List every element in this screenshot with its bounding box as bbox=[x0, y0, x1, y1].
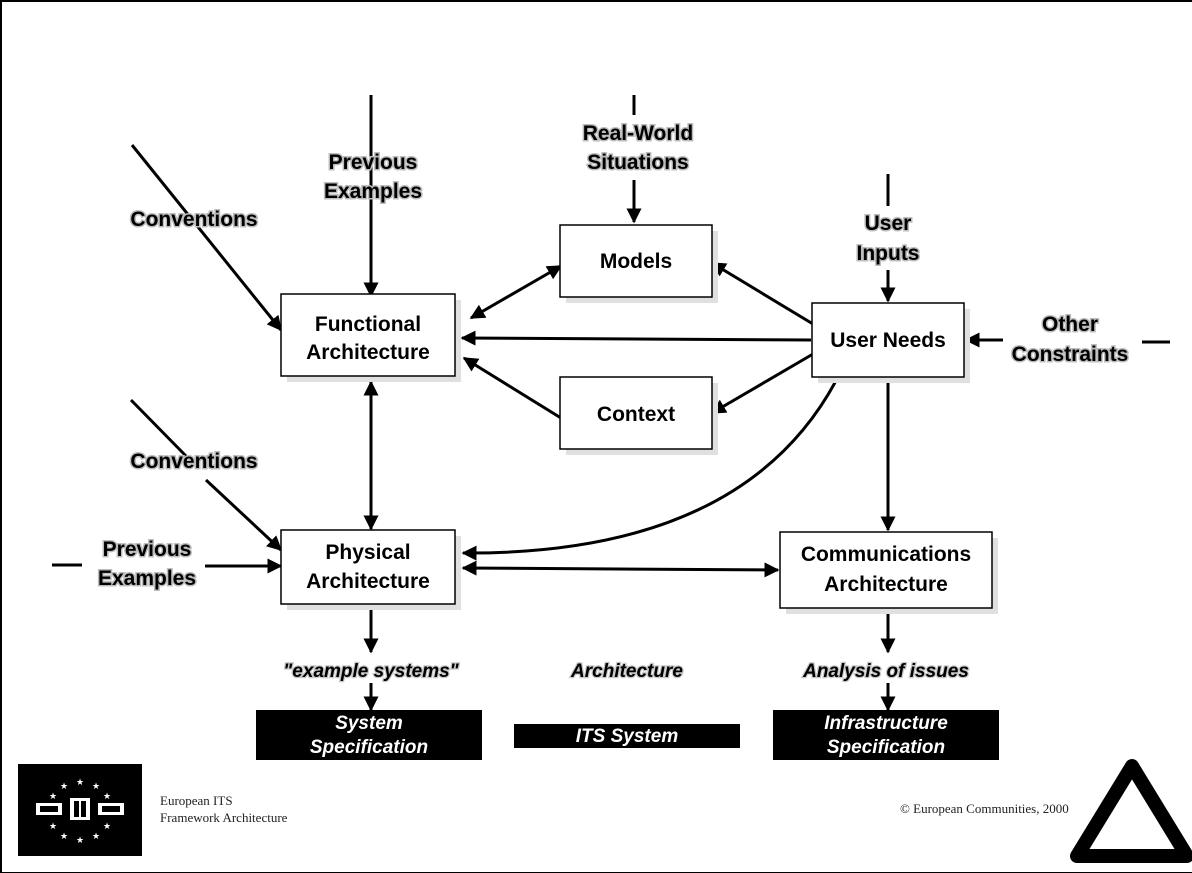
models-box: Models bbox=[559, 224, 718, 303]
arrow-context-to-functional bbox=[462, 356, 562, 420]
models-label: Models bbox=[600, 250, 672, 273]
arrow-conventions-to-physical bbox=[129, 398, 188, 458]
example-systems-label: "example systems" bbox=[283, 661, 459, 682]
footer-org-line1: European ITS bbox=[160, 793, 233, 808]
system-spec-line2: Specification bbox=[310, 737, 428, 758]
physical-architecture-box: Physical Architecture bbox=[280, 529, 461, 610]
system-spec-line1: System bbox=[335, 713, 403, 734]
previous-examples-top-line2: Examples bbox=[324, 180, 422, 203]
svg-text:★: ★ bbox=[49, 792, 57, 802]
functional-box-line1: Functional bbox=[315, 313, 421, 336]
communications-box-line1: Communications bbox=[801, 543, 971, 566]
arrow-userneeds-to-functional bbox=[460, 330, 812, 346]
functional-box-line2: Architecture bbox=[306, 341, 430, 364]
previous-examples-top-line1: Previous bbox=[329, 151, 418, 174]
infra-spec-line2: Specification bbox=[827, 737, 945, 758]
its-system-label: ITS System bbox=[576, 726, 679, 747]
analysis-of-issues-label: Analysis of issues bbox=[802, 661, 969, 682]
context-label: Context bbox=[597, 403, 675, 426]
arrow-userneeds-to-context bbox=[710, 352, 814, 415]
user-inputs-line2: Inputs bbox=[857, 242, 920, 265]
physical-box-line1: Physical bbox=[325, 541, 410, 564]
infrastructure-specification-block: Infrastructure Specification bbox=[773, 710, 999, 760]
svg-text:★: ★ bbox=[60, 832, 68, 842]
arrow-physical-communications bbox=[461, 560, 780, 578]
svg-text:★: ★ bbox=[92, 782, 100, 792]
previous-examples-bottom-line1: Previous bbox=[103, 538, 192, 561]
system-specification-block: System Specification bbox=[256, 710, 482, 760]
architecture-label: Architecture bbox=[570, 661, 683, 682]
context-box: Context bbox=[559, 376, 718, 455]
svg-text:★: ★ bbox=[103, 822, 111, 832]
eu-flag-logo: ★ ★ ★ ★ ★ ★ ★ ★ ★ ★ ★ ★ bbox=[18, 764, 142, 856]
communications-box-line2: Architecture bbox=[824, 573, 948, 596]
infra-spec-line1: Infrastructure bbox=[824, 713, 948, 734]
svg-text:★: ★ bbox=[76, 778, 84, 788]
svg-text:★: ★ bbox=[92, 832, 100, 842]
user-needs-box: User Needs bbox=[811, 302, 970, 383]
svg-text:★: ★ bbox=[60, 782, 68, 792]
previous-examples-bottom-line2: Examples bbox=[98, 567, 196, 590]
real-world-line2: Situations bbox=[587, 151, 689, 174]
arrow-conventions-to-physical-lower bbox=[204, 478, 283, 552]
physical-box-line2: Architecture bbox=[306, 570, 430, 593]
user-needs-label: User Needs bbox=[830, 329, 946, 352]
user-inputs-line1: User bbox=[865, 212, 912, 235]
footer-org-line2: Framework Architecture bbox=[160, 810, 288, 825]
footer-copyright: © European Communities, 2000 bbox=[900, 801, 1069, 816]
logo-text: KAREN bbox=[1120, 844, 1143, 851]
conventions-bottom-label: Conventions bbox=[130, 450, 257, 473]
arrow-functional-models bbox=[469, 264, 563, 320]
real-world-line1: Real-World bbox=[583, 122, 693, 145]
arrow-userneeds-to-models bbox=[710, 261, 814, 326]
arrow-conventions-to-functional bbox=[130, 144, 283, 332]
svg-text:★: ★ bbox=[76, 836, 84, 846]
its-system-block: ITS System bbox=[514, 724, 740, 748]
conventions-top-label: Conventions bbox=[130, 208, 257, 231]
karen-triangle-logo: KAREN bbox=[1070, 759, 1192, 863]
functional-architecture-box: Functional Architecture bbox=[280, 293, 461, 382]
communications-architecture-box: Communications Architecture bbox=[779, 531, 998, 614]
arrow-userneeds-to-physical bbox=[461, 376, 840, 561]
other-constraints-line2: Constraints bbox=[1012, 343, 1129, 366]
svg-text:★: ★ bbox=[49, 822, 57, 832]
svg-text:★: ★ bbox=[103, 792, 111, 802]
other-constraints-line1: Other bbox=[1042, 313, 1098, 336]
